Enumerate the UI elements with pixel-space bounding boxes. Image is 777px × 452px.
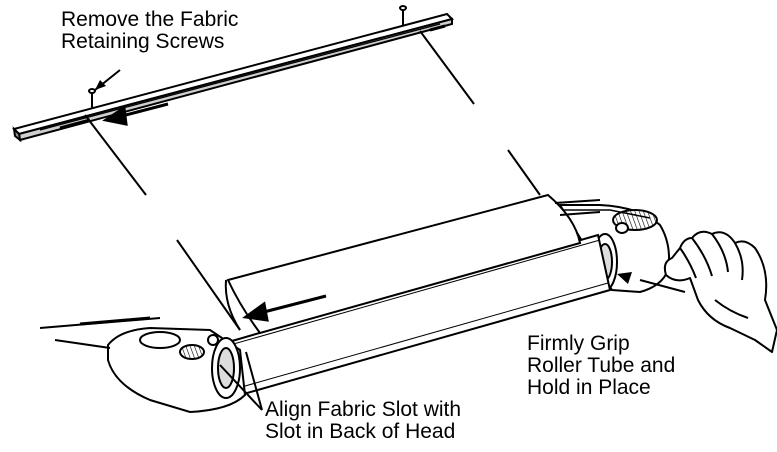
hand-illustration bbox=[663, 230, 777, 353]
callout-remove-screws: Remove the Fabric Retaining Screws bbox=[61, 9, 238, 53]
callout-line: Retaining Screws bbox=[61, 30, 225, 53]
callout-line: Slot in Back of Head bbox=[265, 420, 456, 443]
callout-grip-roller: Firmly Grip Roller Tube and Hold in Plac… bbox=[527, 333, 675, 399]
callout-line: Align Fabric Slot with bbox=[265, 398, 462, 421]
awning-rail bbox=[12, 12, 454, 143]
fabric-panel-upper bbox=[84, 30, 541, 331]
lower-rail-left bbox=[39, 316, 161, 349]
left-arrow-fabric bbox=[242, 294, 327, 322]
left-end-head bbox=[107, 326, 247, 414]
callout-line: Remove the Fabric bbox=[61, 8, 239, 31]
screw-pointer-arrowhead bbox=[95, 80, 106, 90]
retaining-screw bbox=[88, 88, 96, 108]
left-arrow-upper bbox=[102, 102, 169, 126]
callout-align-slot: Align Fabric Slot with Slot in Back of H… bbox=[265, 399, 461, 443]
lower-rail-right bbox=[554, 199, 601, 216]
callout-line: Hold in Place bbox=[527, 376, 651, 399]
callout-line: Firmly Grip bbox=[527, 332, 630, 355]
grip-pointer-arrowhead bbox=[617, 272, 632, 284]
retaining-screw bbox=[399, 5, 407, 25]
pointer-lines bbox=[94, 69, 686, 411]
callout-line: Roller Tube and bbox=[527, 354, 676, 377]
